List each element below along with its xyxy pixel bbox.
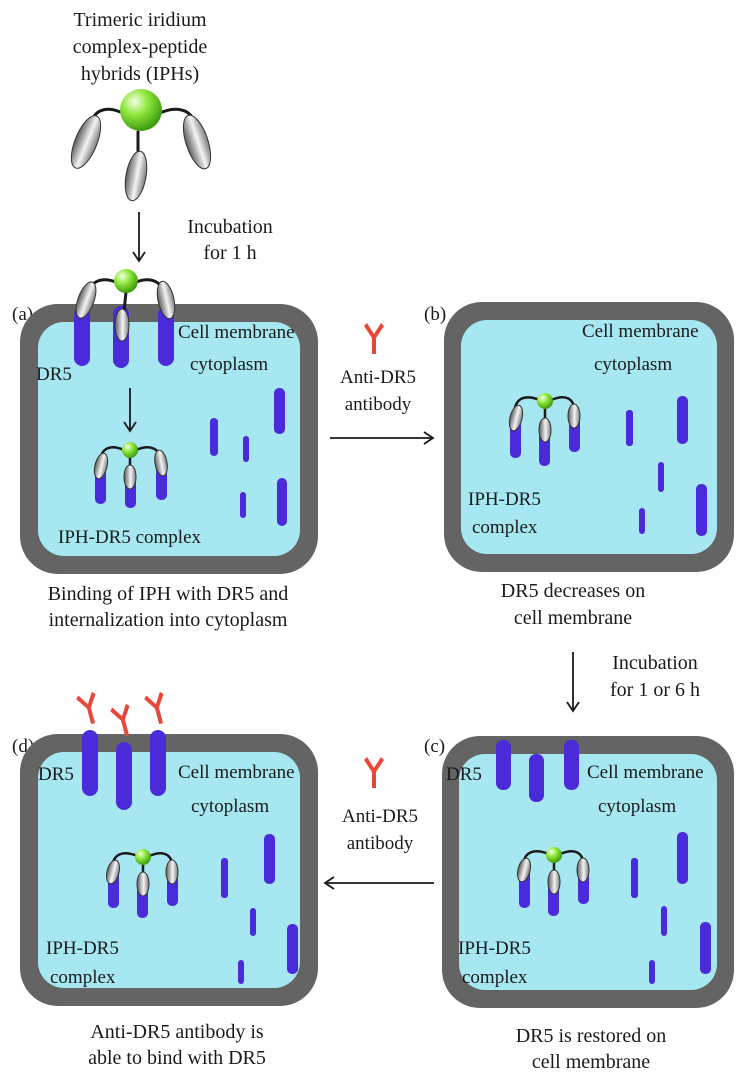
- anti-dr5-antibody: [143, 691, 171, 727]
- panel-d-membrane-label: Cell membrane: [178, 762, 295, 783]
- iph-title-line-3: hybrids (IPHs): [81, 63, 199, 85]
- step-incubation-line-2: for 1 h: [203, 242, 256, 264]
- peptide-arm: [70, 115, 102, 169]
- panel-c-dr5-label: DR5: [446, 764, 482, 785]
- panel-a-caption-line-2: internalization into cytoplasm: [49, 609, 288, 631]
- panel-b-caption-line-1: DR5 decreases on: [501, 580, 645, 602]
- dr5-receptor: [116, 742, 132, 810]
- peptide-arm: [124, 150, 148, 202]
- iph-molecule-large: [70, 89, 212, 202]
- antibody-d-line-2: antibody: [347, 833, 414, 854]
- anti-dr5-antibody: [75, 691, 103, 727]
- panel-d-complex-line-2: complex: [50, 967, 116, 988]
- panel-d-dr5-label: DR5: [38, 764, 74, 785]
- panel-c-cytoplasm-label: cytoplasm: [598, 796, 676, 817]
- panel-d-cytoplasm-label: cytoplasm: [191, 796, 269, 817]
- panel-c: (c) Cell membrane cytoplasm DR5 IPH-DR5 …: [424, 736, 734, 1008]
- panel-a-dr5-label: DR5: [36, 364, 72, 385]
- dr5-receptor: [150, 730, 166, 796]
- panel-a-complex-label: IPH-DR5 complex: [58, 527, 202, 548]
- iph-title-line-2: complex-peptide: [73, 36, 208, 58]
- arrow-b-to-c: [566, 652, 580, 713]
- panel-b-membrane-label: Cell membrane: [582, 321, 699, 342]
- panel-b-letter: (b): [424, 304, 446, 325]
- panel-d-caption-line-1: Anti-DR5 antibody is: [90, 1021, 264, 1043]
- step-incubation-2-line-2: for 1 or 6 h: [610, 679, 700, 701]
- cytoplasm: [461, 320, 717, 554]
- iph-title: Trimeric iridium complex-peptide hybrids…: [73, 9, 208, 85]
- step-incubation-line-1: Incubation: [187, 216, 273, 238]
- panel-d: (d) Cell membrane cytoplasm DR5 IPH-DR5 …: [12, 691, 318, 1006]
- panel-a: (a) Cell membrane cytoplasm DR5: [12, 269, 318, 574]
- panel-b-complex-line-2: complex: [472, 517, 538, 538]
- antibody-d-line-1: Anti-DR5: [342, 806, 418, 827]
- peptide-arm: [182, 114, 212, 170]
- panel-d-caption-line-2: able to bind with DR5: [88, 1047, 266, 1069]
- panel-b-caption-line-2: cell membrane: [514, 607, 632, 629]
- antibody-b-line-2: antibody: [345, 394, 412, 415]
- panel-b-cytoplasm-label: cytoplasm: [594, 354, 672, 375]
- panel-c-letter: (c): [424, 736, 445, 757]
- panel-c-membrane-label: Cell membrane: [587, 762, 704, 783]
- panel-c-caption-line-2: cell membrane: [532, 1051, 650, 1073]
- arrow-incubation-1h: [132, 212, 146, 263]
- panel-b: (b) Cell membrane cytoplasm IPH-DR5 comp…: [424, 302, 734, 572]
- panel-a-caption-line-1: Binding of IPH with DR5 and: [48, 583, 289, 605]
- step-incubation-2-line-1: Incubation: [612, 652, 698, 674]
- dr5-receptor: [496, 740, 511, 790]
- panel-d-complex-line-1: IPH-DR5: [46, 938, 119, 959]
- dr5-receptor: [158, 306, 174, 366]
- panel-c-complex-line-2: complex: [462, 967, 528, 988]
- panel-a-cytoplasm-label: cytoplasm: [190, 354, 268, 375]
- panel-a-membrane-label: Cell membrane: [178, 322, 295, 343]
- iridium-core: [114, 269, 138, 293]
- panel-c-caption-line-1: DR5 is restored on: [516, 1025, 667, 1047]
- iph-title-line-1: Trimeric iridium: [73, 9, 207, 31]
- antibody-b-line-1: Anti-DR5: [340, 367, 416, 388]
- iridium-core: [120, 89, 162, 131]
- dr5-receptor: [74, 306, 90, 366]
- panel-c-complex-line-1: IPH-DR5: [458, 938, 531, 959]
- arrow-c-to-d: [323, 757, 434, 890]
- dr5-receptor: [82, 730, 98, 796]
- arrow-a-to-b: [330, 323, 435, 445]
- anti-dr5-antibody: [109, 703, 137, 739]
- dr5-receptor: [529, 754, 544, 802]
- dr5-receptor: [564, 740, 579, 790]
- panel-b-complex-line-1: IPH-DR5: [468, 489, 541, 510]
